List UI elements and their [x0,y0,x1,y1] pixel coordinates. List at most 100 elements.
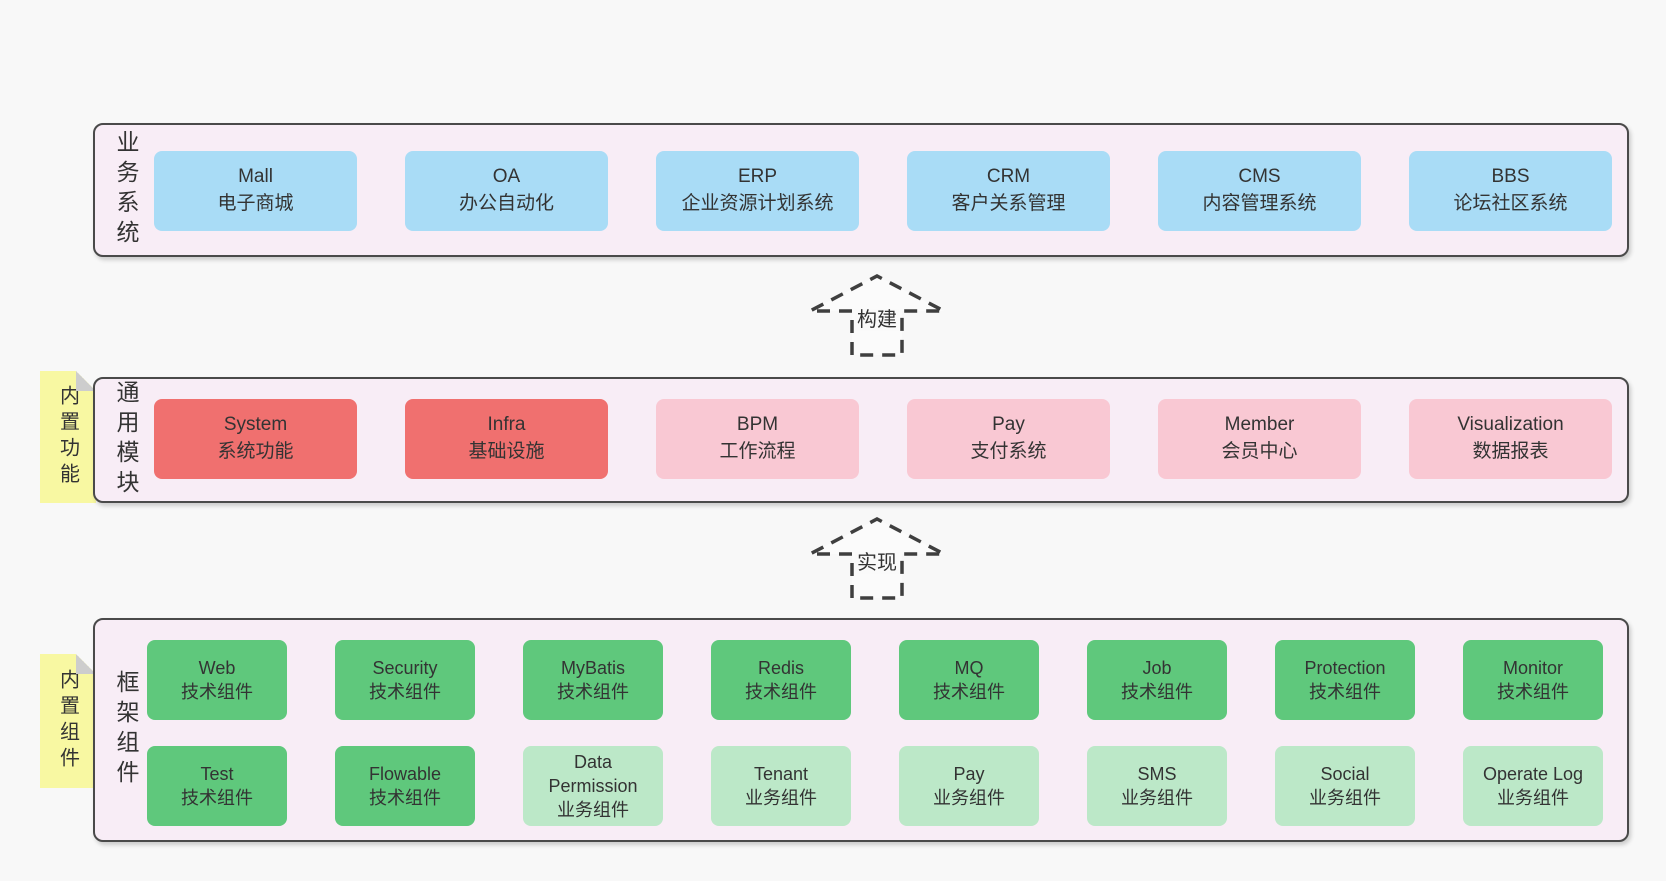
box-test: Test 技术组件 [147,746,287,826]
box-subtitle: 技术组件 [369,682,441,702]
common-modules-panel: 通用模块 System 系统功能 Infra 基础设施 BPM 工作流程 Pay… [93,377,1629,503]
box-title: CMS [1238,166,1281,188]
box-flowable: Flowable 技术组件 [335,746,475,826]
framework-components-label: 框架组件 [113,670,139,790]
box-title: SMS [1137,763,1177,784]
box-sms: SMS 业务组件 [1087,746,1227,826]
box-title: System [223,414,288,436]
box-subtitle: 数据报表 [1472,441,1549,462]
box-subtitle: 业务组件 [1121,788,1193,808]
box-pay-component: Pay 业务组件 [899,746,1039,826]
box-subtitle: 业务组件 [1309,788,1381,808]
box-title: ERP [737,166,778,188]
box-subtitle: 业务组件 [933,788,1005,808]
box-subtitle: 技术组件 [181,682,253,702]
box-title: Data Permission [548,751,638,796]
box-title: Flowable [368,763,442,784]
common-modules-label: 通用模块 [113,380,139,500]
box-member: Member 会员中心 [1158,399,1361,479]
box-web: Web 技术组件 [147,640,287,720]
box-subtitle: 技术组件 [1497,682,1569,702]
framework-biz-box-row: Test 技术组件 Flowable 技术组件 Data Permission … [147,746,1603,826]
box-title: Web [198,657,236,678]
box-job: Job 技术组件 [1087,640,1227,720]
box-subtitle: 业务组件 [557,800,629,821]
box-title: Redis [757,657,805,678]
build-arrow-label: 构建 [855,309,899,331]
box-subtitle: 基础设施 [468,441,545,462]
common-modules-box-row: System 系统功能 Infra 基础设施 BPM 工作流程 Pay 支付系统… [154,399,1612,479]
box-erp: ERP 企业资源计划系统 [656,151,859,231]
box-protection: Protection 技术组件 [1275,640,1415,720]
box-subtitle: 办公自动化 [458,193,554,214]
box-title: CRM [986,166,1031,188]
box-subtitle: 支付系统 [970,441,1047,462]
box-subtitle: 技术组件 [1309,682,1381,702]
box-title: Infra [487,414,526,436]
box-visualization: Visualization 数据报表 [1409,399,1612,479]
box-cms: CMS 内容管理系统 [1158,151,1361,231]
box-mall: Mall 电子商城 [154,151,357,231]
box-subtitle: 业务组件 [1497,788,1569,808]
box-title: Test [200,763,234,784]
implement-arrow: 实现 [802,514,952,602]
box-subtitle: 技术组件 [1121,682,1193,702]
box-subtitle: 会员中心 [1221,441,1298,462]
box-oa: OA 办公自动化 [405,151,608,231]
box-system: System 系统功能 [154,399,357,479]
box-title: Mall [238,166,273,188]
box-subtitle: 系统功能 [217,441,294,462]
box-subtitle: 工作流程 [719,441,796,462]
box-title: Protection [1304,657,1386,678]
box-operate-log: Operate Log 业务组件 [1463,746,1603,826]
box-subtitle: 技术组件 [369,788,441,808]
box-title: Pay [992,414,1025,436]
framework-tech-box-row: Web 技术组件 Security 技术组件 MyBatis 技术组件 Redi… [147,640,1603,720]
box-title: BPM [736,414,779,436]
framework-components-panel: 框架组件 Web 技术组件 Security 技术组件 MyBatis 技术组件… [93,618,1629,842]
box-subtitle: 客户关系管理 [951,193,1066,214]
box-mq: MQ 技术组件 [899,640,1039,720]
box-redis: Redis 技术组件 [711,640,851,720]
box-title: MQ [954,657,984,678]
box-title: MyBatis [560,657,625,678]
box-title: Member [1224,414,1295,436]
box-mybatis: MyBatis 技术组件 [523,640,663,720]
box-title: Pay [953,763,985,784]
box-subtitle: 技术组件 [181,788,253,808]
business-systems-label: 业务系统 [113,130,139,250]
box-crm: CRM 客户关系管理 [907,151,1110,231]
box-pay-system: Pay 支付系统 [907,399,1110,479]
box-security: Security 技术组件 [335,640,475,720]
business-systems-panel: 业务系统 Mall 电子商城 OA 办公自动化 ERP 企业资源计划系统 CRM… [93,123,1629,257]
box-title: Job [1142,657,1172,678]
box-title: Operate Log [1482,763,1584,784]
box-subtitle: 企业资源计划系统 [681,193,834,214]
box-data-permission: Data Permission 业务组件 [523,746,663,826]
box-tenant: Tenant 业务组件 [711,746,851,826]
build-arrow: 构建 [802,271,952,359]
box-title: BBS [1491,166,1530,188]
builtin-components-note-text: 内置组件 [56,669,79,773]
builtin-features-note-text: 内置功能 [56,385,79,489]
box-subtitle: 技术组件 [745,682,817,702]
box-infra: Infra 基础设施 [405,399,608,479]
box-subtitle: 技术组件 [557,682,629,702]
box-subtitle: 技术组件 [933,682,1005,702]
builtin-components-note: 内置组件 [40,654,96,788]
box-subtitle: 业务组件 [745,788,817,808]
implement-arrow-label: 实现 [855,552,899,574]
box-subtitle: 论坛社区系统 [1453,193,1568,214]
box-bpm: BPM 工作流程 [656,399,859,479]
box-title: Social [1320,763,1370,784]
box-bbs: BBS 论坛社区系统 [1409,151,1612,231]
builtin-features-note: 内置功能 [40,371,96,503]
box-title: Visualization [1457,414,1564,436]
box-title: OA [492,166,521,188]
box-subtitle: 内容管理系统 [1202,193,1317,214]
box-social: Social 业务组件 [1275,746,1415,826]
box-subtitle: 电子商城 [217,193,294,214]
box-title: Security [372,657,438,678]
box-title: Tenant [753,763,809,784]
